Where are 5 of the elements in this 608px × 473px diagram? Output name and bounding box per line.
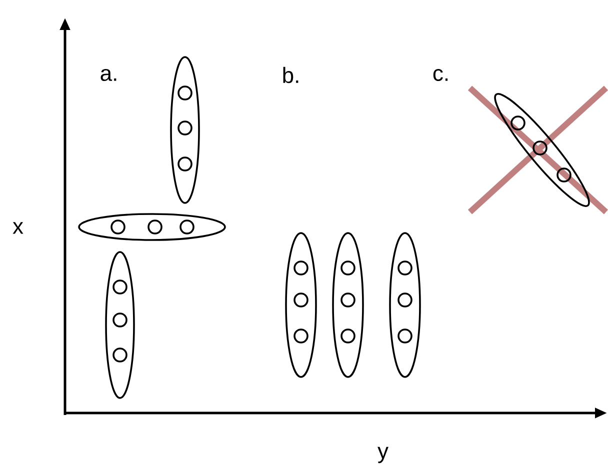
- panel-label: b.: [283, 66, 298, 84]
- panel-label: a.: [100, 68, 116, 82]
- axis-label: x: [12, 222, 24, 234]
- panel-label: c.: [433, 68, 448, 82]
- axis-label: y: [378, 446, 388, 464]
